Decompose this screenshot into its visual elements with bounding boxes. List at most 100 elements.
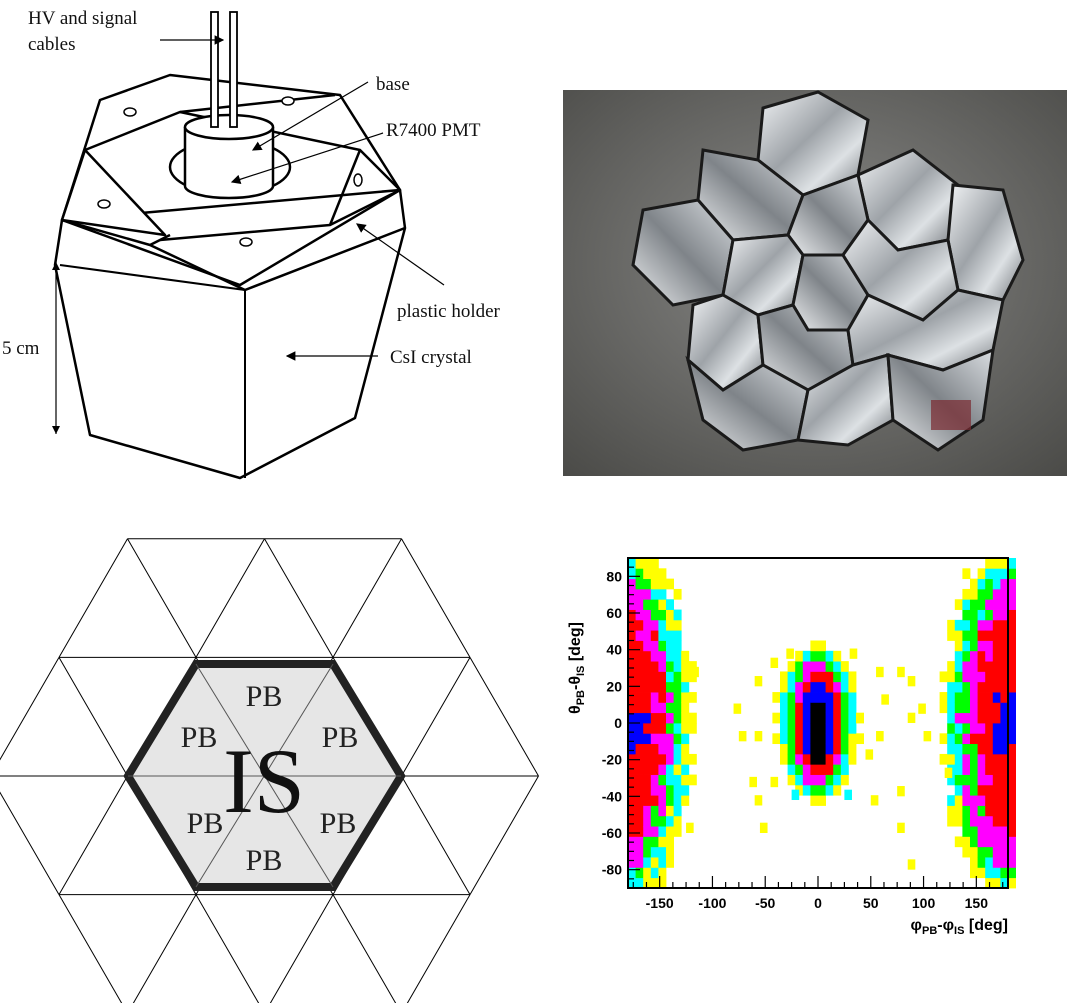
heatmap-cell [650, 619, 659, 631]
heatmap-cell [628, 774, 636, 786]
heatmap-cell [1008, 702, 1016, 714]
heatmap-cell [992, 805, 1001, 817]
heatmap-cell [658, 661, 667, 672]
grid-line [469, 775, 539, 895]
heatmap-cell [628, 805, 636, 817]
heatmap-cell [848, 753, 857, 765]
heatmap-cell [954, 784, 963, 796]
heatmap-cell [833, 661, 842, 672]
heatmap-cell [954, 671, 963, 683]
heatmap-cell [780, 743, 788, 755]
heatmap-cell [658, 578, 667, 590]
heatmap-cell [738, 731, 747, 742]
heatmap-cell [635, 733, 644, 745]
heatmap-cell [818, 661, 826, 672]
heatmap-cell [1008, 815, 1016, 827]
heatmap-cell [970, 681, 978, 693]
heatmap-cell [954, 702, 963, 714]
heatmap-cell [1000, 681, 1009, 693]
heatmap-cell [818, 753, 826, 765]
heatmap-cell [650, 640, 659, 652]
heatmap-cell [833, 733, 842, 745]
heatmap-cell [1000, 753, 1009, 765]
heatmap-cell [977, 846, 986, 858]
heatmap-cell [840, 712, 849, 724]
heatmap-cell [635, 867, 644, 879]
heatmap-cell [1000, 826, 1009, 837]
heatmap-cell [658, 774, 667, 786]
heatmap-cell [628, 619, 636, 631]
heatmap-cell [818, 723, 826, 734]
heatmap-cell [992, 774, 1001, 786]
heatmap-cell [1008, 568, 1016, 580]
heatmap-cell [658, 588, 667, 600]
heatmap-cell [673, 702, 682, 714]
heatmap-cell [658, 846, 667, 858]
heatmap-cell [918, 703, 926, 714]
heatmap-cell [628, 764, 636, 775]
heatmap-cell [681, 712, 690, 724]
heatmap-cell [810, 733, 819, 745]
heatmap-cell [650, 836, 659, 848]
heatmap-cell [992, 558, 1001, 569]
heatmap-cell [1008, 650, 1016, 662]
heatmap-cell [681, 753, 690, 765]
heatmap-cell [970, 795, 978, 806]
heatmap-cell [643, 692, 652, 703]
heatmap-cell [992, 578, 1001, 590]
heatmap-cell [802, 692, 811, 703]
heatmap-cell [810, 795, 819, 806]
heatmap-cell [985, 640, 994, 652]
heatmap-cell [787, 753, 796, 765]
heatmap-cell [833, 723, 842, 734]
heatmap-cell [985, 650, 994, 662]
heatmap-cell [992, 609, 1001, 621]
heatmap-cell [939, 692, 948, 703]
heatmap-cell [635, 784, 644, 796]
heatmap-cell [795, 733, 804, 745]
heatmap-cell [688, 661, 697, 672]
heatmap-cell [1008, 609, 1016, 621]
heatmap-cell [802, 681, 811, 693]
heatmap-cell [954, 692, 963, 703]
heatmap-cell [977, 681, 986, 693]
y-tick-label: -20 [602, 752, 622, 768]
grid-line [195, 894, 263, 1008]
heatmap-cell [1008, 733, 1016, 745]
heatmap-cell [977, 836, 986, 848]
heatmap-cell [977, 826, 986, 837]
heatmap-cell [833, 784, 842, 796]
heatmap-cell [985, 681, 994, 693]
heatmap-cell [992, 712, 1001, 724]
heatmap-cell [673, 784, 682, 796]
heatmap-cell [977, 784, 986, 796]
heatmap-cell [977, 764, 986, 775]
heatmap-cell [795, 743, 804, 755]
heatmap-cell [1008, 784, 1016, 796]
heatmap-cell [818, 764, 826, 775]
x-tick-label: -50 [755, 895, 775, 911]
heatmap-cell [992, 640, 1001, 652]
heatmap-cell [970, 712, 978, 724]
heatmap-cell [992, 753, 1001, 765]
heatmap-cell [673, 723, 682, 734]
heatmap-cell [666, 857, 674, 868]
heatmap-cell [658, 867, 667, 879]
heatmap-cell [666, 640, 674, 652]
heatmap-cell [628, 599, 636, 610]
heatmap-cell [643, 671, 652, 683]
heatmap-cell [666, 784, 674, 796]
heatmap-cell [977, 599, 986, 610]
heatmap-cell [628, 815, 636, 827]
heatmap-cell [666, 599, 674, 610]
heatmap-cell [681, 650, 690, 662]
heatmap-cell [754, 731, 763, 742]
heatmap-cell [673, 681, 682, 693]
heatmap-cell [658, 826, 667, 837]
heatmap-cell [970, 857, 978, 868]
heatmap-cell [635, 877, 644, 889]
heatmap-cell [650, 588, 659, 600]
base-label: base [376, 74, 410, 95]
heatmap-cell [985, 692, 994, 703]
heatmap-cell [985, 661, 994, 672]
